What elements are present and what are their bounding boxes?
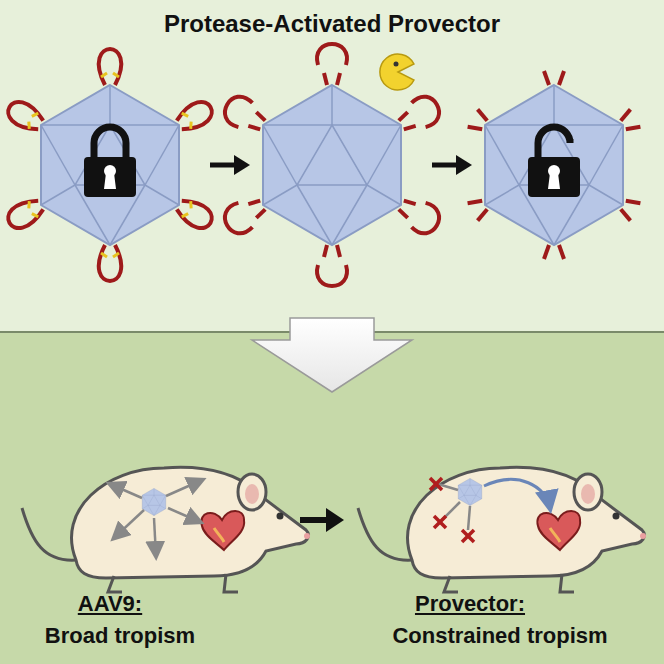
panel-title: Protease-Activated Provector <box>164 10 500 38</box>
comparison-arrow <box>300 508 344 532</box>
tropism-label: Constrained tropism <box>392 623 607 649</box>
group-label: Provector: <box>415 591 525 617</box>
capsid-unlocked <box>468 71 641 259</box>
mouse-provector <box>358 467 646 592</box>
capsid-locked <box>4 49 216 281</box>
protease-icon <box>380 54 414 90</box>
mouse-aav9 <box>22 467 310 592</box>
top-panel <box>0 0 664 332</box>
process-arrow <box>210 155 472 175</box>
group-label: AAV9: <box>78 591 142 617</box>
transition-arrow <box>252 318 412 392</box>
tropism-label: Broad tropism <box>45 623 195 649</box>
capsid-cleaved <box>220 44 445 286</box>
